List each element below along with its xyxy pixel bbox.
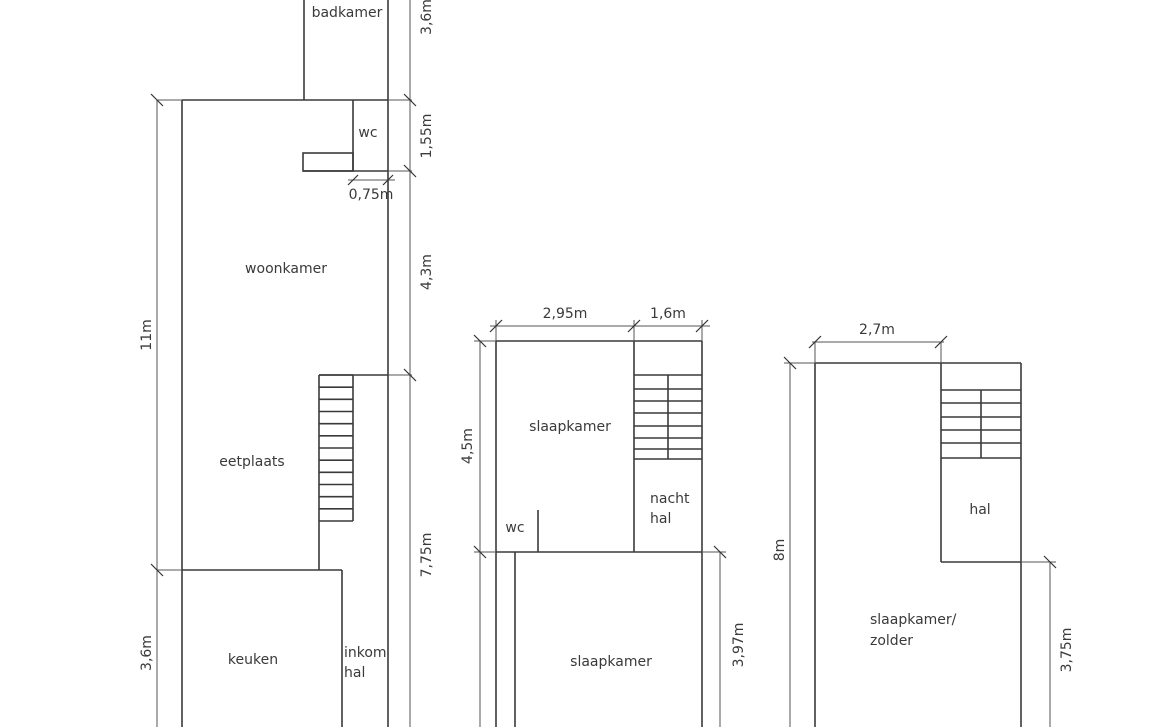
room-label-slaapkamer-zolder: slaapkamer/ bbox=[870, 612, 957, 628]
dimension-hall-depth: 7,75m bbox=[419, 533, 435, 578]
ground-floor-dimension-lines bbox=[150, 0, 417, 727]
dimension-back-depth: 3,97m bbox=[731, 623, 747, 668]
attic-walls bbox=[814, 362, 1022, 727]
room-label-keuken: keuken bbox=[228, 652, 278, 668]
dimension-attic-total-depth: 8m bbox=[772, 539, 788, 562]
ground-floor-plan: badkamer wc woonkamer eetplaats keuken i… bbox=[139, 0, 435, 727]
room-label-hal: hal bbox=[344, 665, 365, 681]
ground-floor-staircase bbox=[319, 374, 354, 522]
room-label-hal-attic: hal bbox=[969, 502, 990, 518]
dimension-front-depth: 4,5m bbox=[460, 428, 476, 464]
dimension-living-depth: 4,3m bbox=[419, 254, 435, 290]
ground-floor-walls bbox=[181, 0, 389, 727]
room-label-wc: wc bbox=[358, 125, 377, 141]
room-label-woonkamer: woonkamer bbox=[245, 261, 327, 277]
dimension-kitchen-depth: 3,6m bbox=[139, 635, 155, 671]
room-label-zolder: zolder bbox=[870, 633, 913, 649]
first-floor-walls bbox=[495, 340, 703, 727]
room-label-badkamer: badkamer bbox=[312, 5, 383, 21]
attic-staircase bbox=[941, 389, 1021, 459]
dimension-wc-depth: 1,55m bbox=[419, 114, 435, 159]
room-label-inkom: inkom bbox=[344, 645, 387, 661]
dimension-bathroom-depth: 3,6m bbox=[419, 0, 435, 35]
room-label-slaapkamer-front: slaapkamer bbox=[529, 419, 611, 435]
dimension-attic-back-depth: 3,75m bbox=[1059, 628, 1075, 673]
room-label-nacht: nacht bbox=[650, 491, 690, 507]
attic-floor-plan: 2,7m 8m 3,75m hal slaapkamer/ zolder bbox=[772, 322, 1075, 727]
dimension-attic-width: 2,7m bbox=[859, 322, 895, 338]
room-label-wc-first: wc bbox=[505, 520, 524, 536]
dimension-wc-width: 0,75m bbox=[349, 187, 394, 203]
dimension-bedroom-width: 2,95m bbox=[543, 306, 588, 322]
attic-dimension-lines bbox=[783, 335, 1057, 727]
room-label-nacht-hal: hal bbox=[650, 511, 671, 527]
dimension-total-depth: 11m bbox=[139, 319, 155, 350]
dimension-hall-width: 1,6m bbox=[650, 306, 686, 322]
first-floor-staircase bbox=[634, 374, 702, 460]
room-label-slaapkamer-back: slaapkamer bbox=[570, 654, 652, 670]
first-floor-dimension-lines bbox=[473, 319, 727, 727]
room-label-eetplaats: eetplaats bbox=[219, 454, 284, 470]
first-floor-plan: 2,95m 1,6m 4,5m 3,97m slaapkamer nacht h… bbox=[460, 306, 747, 727]
